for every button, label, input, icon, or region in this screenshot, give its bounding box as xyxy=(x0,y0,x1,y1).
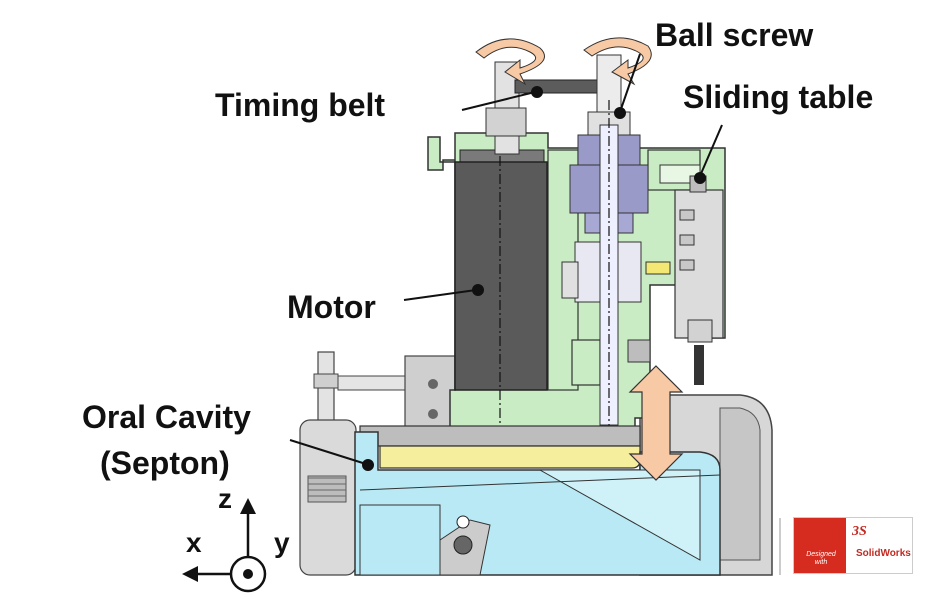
oral-cavity-block xyxy=(354,431,721,576)
motor-body xyxy=(454,120,548,450)
axis-label-x: x xyxy=(186,527,202,558)
label-oral-cavity: Oral Cavity xyxy=(82,399,251,435)
sliding-table xyxy=(674,175,724,385)
label-septon: (Septon) xyxy=(100,445,230,481)
bottom-plate xyxy=(359,425,641,447)
label-timing-belt: Timing belt xyxy=(215,87,386,123)
vertical-motion-arrow-icon xyxy=(628,365,684,481)
ds-logo-icon: 3S xyxy=(852,524,867,539)
septon-layer xyxy=(379,445,641,469)
rotation-arrow-right-icon xyxy=(583,37,652,86)
leader-lines xyxy=(289,53,723,471)
label-ball-screw: Ball screw xyxy=(655,17,814,53)
label-sliding-table: Sliding table xyxy=(683,79,874,115)
logo-brand-text: SolidWorks xyxy=(856,548,911,559)
coordinate-axes xyxy=(182,498,267,593)
label-motor: Motor xyxy=(287,289,376,325)
logo-red-panel xyxy=(794,518,846,573)
axis-label-y: y xyxy=(274,527,290,558)
left-bracket xyxy=(299,351,456,576)
axis-label-z: z xyxy=(218,483,232,514)
rotation-arrow-left-icon xyxy=(475,38,545,86)
